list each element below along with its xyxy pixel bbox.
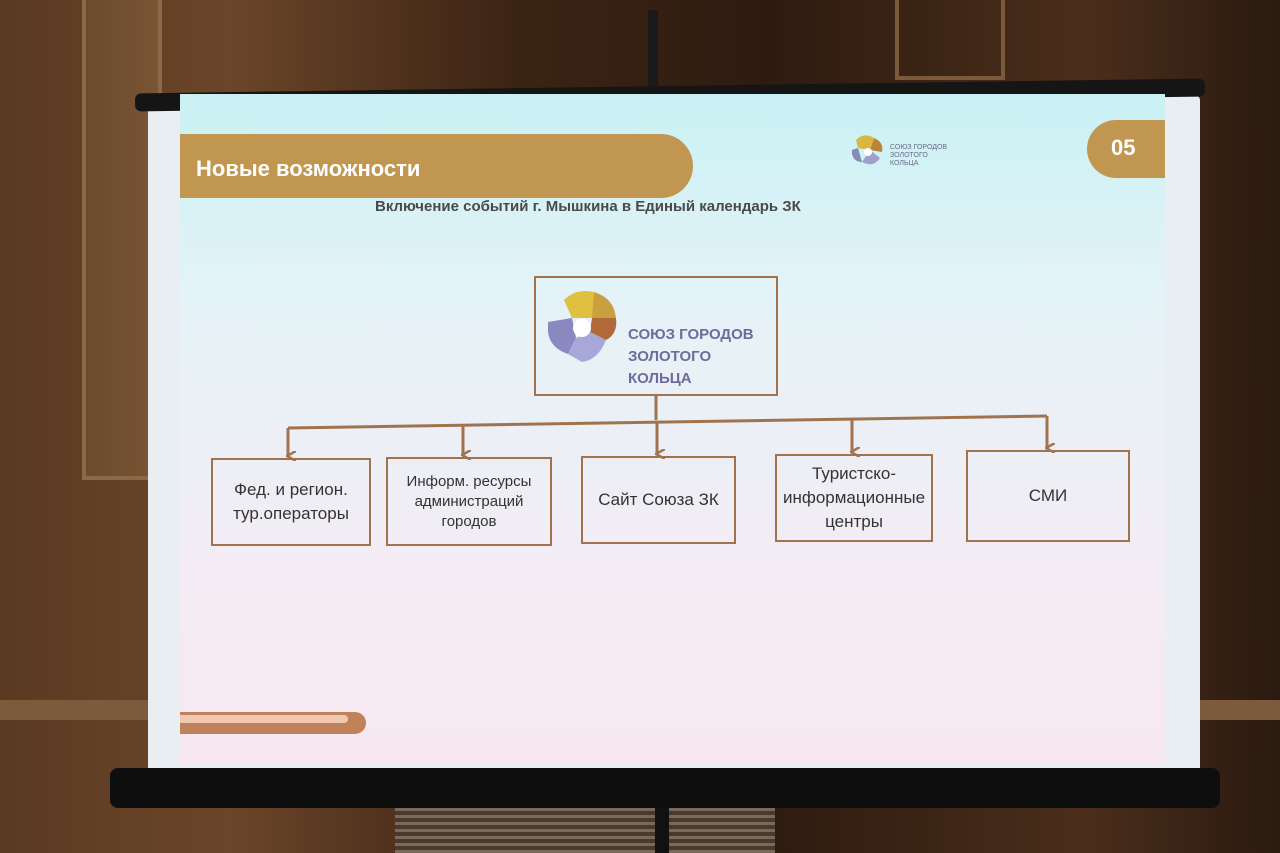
stand-pole — [648, 10, 658, 90]
child-box-tourist-centers: Туристско-информационные центры — [775, 454, 933, 542]
child-box-media: СМИ — [966, 450, 1130, 542]
logo-icon — [852, 135, 883, 165]
header-logo-line: КОЛЬЦА — [890, 160, 919, 167]
page-badge: 05 — [1087, 120, 1165, 178]
header-logo-line: СОЮЗ ГОРОДОВ — [890, 144, 948, 151]
decorative-bottom-bar — [180, 712, 366, 734]
connector-lines — [180, 396, 1165, 764]
org-label-line: ЗОЛОТОГО — [628, 348, 712, 365]
page-number: 05 — [1111, 135, 1136, 160]
wall-panel-right — [895, 0, 1005, 80]
decorative-bottom-bar-inner — [180, 715, 348, 723]
slide-subtitle: Включение событий г. Мышкина в Единый ка… — [375, 198, 801, 215]
bus-line — [287, 414, 1048, 430]
header-logo-line: ЗОЛОТОГО — [890, 152, 928, 159]
org-label-line: СОЮЗ ГОРОДОВ — [628, 326, 754, 343]
child-box-tour-operators: Фед. и регион. тур.операторы — [211, 458, 371, 546]
stand-pole-bottom — [655, 800, 669, 853]
org-label-line: КОЛЬЦА — [628, 370, 692, 387]
slide-title: Новые возможности — [196, 156, 421, 181]
org-box-root: СОЮЗ ГОРОДОВ ЗОЛОТОГО КОЛЬЦА — [534, 276, 778, 396]
slide: Новые возможности СОЮЗ ГОРОДОВ ЗОЛОТОГО … — [180, 94, 1165, 764]
title-bar: Новые возможности — [180, 134, 693, 198]
header-logo-text: СОЮЗ ГОРОДОВ ЗОЛОТОГО КОЛЬЦА — [890, 144, 947, 168]
org-label: СОЮЗ ГОРОДОВ ЗОЛОТОГО КОЛЬЦА — [628, 324, 754, 390]
screen-bottom-bar — [110, 768, 1220, 808]
child-box-admin-resources: Информ. ресурсы администраций городов — [386, 457, 552, 546]
child-box-union-site: Сайт Союза ЗК — [581, 456, 736, 544]
header-logo: СОЮЗ ГОРОДОВ ЗОЛОТОГО КОЛЬЦА — [848, 132, 978, 182]
org-logo-icon — [548, 291, 617, 362]
vent-grille — [395, 808, 775, 853]
